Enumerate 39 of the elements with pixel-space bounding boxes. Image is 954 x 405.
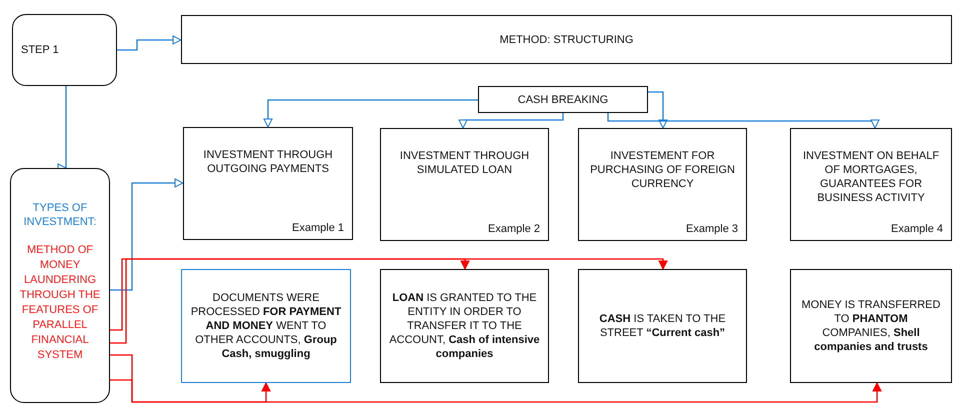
box-title: METHOD: STRUCTURING [500,32,634,46]
example-label: Example 1 [292,221,345,235]
connector-arrow [607,113,880,128]
example-label: Example 3 [686,222,739,236]
method-box [181,15,952,64]
description-text: LOAN IS GRANTED TO THE ENTITY IN ORDER TO TRANSFER IT TO THE ACCOUNT, Cash of intensive companies [389,291,540,361]
step-label: STEP 1 [21,43,59,57]
connector-arrow [110,379,882,403]
category-box [478,86,648,113]
description-text: CASH IS TAKEN TO THE STREET “Current cash” [598,312,727,340]
investment-title: INVESTEMENT FOR PURCHASING OF FOREIGN CURRENCY [589,149,736,191]
types-heading: TYPES OF INVESTMENT: [22,201,98,229]
step-box [12,14,117,86]
investment-box [578,128,747,241]
description-text: DOCUMENTS WERE PROCESSED FOR PAYMENT AND MONEY WENT TO OTHER ACCOUNTS, Group Cash, smuggling [190,291,342,361]
investment-box [183,127,353,240]
connector-arrow [458,113,564,128]
example-label: Example 4 [891,222,944,236]
description-box [181,269,351,383]
description-text: MONEY IS TRANSFERRED TO PHANTOM COMPANIES, Shell companies and trusts [800,298,942,354]
investment-title: INVESTMENT THROUGH SIMULATED LOAN [398,149,530,177]
connector-arrow [264,99,478,128]
types-box [10,168,110,403]
connector-arrow [117,36,182,51]
example-label: Example 2 [488,222,541,236]
description-box [790,269,952,383]
description-box [578,269,747,383]
connector-arrow [110,178,184,291]
connector-arrow [110,354,270,403]
investment-box [380,128,549,241]
connector-arrow [110,258,668,344]
description-box [380,269,549,383]
method-description: METHOD OF MONEY LAUNDERING THROUGH THE FEATURES OF PARALLEL FINANCIAL SYSTEM [18,243,102,363]
connector-arrow [648,91,668,128]
investment-title: INVESTMENT THROUGH OUTGOING PAYMENTS [202,148,334,176]
investment-box [790,128,952,241]
box-title: CASH BREAKING [518,92,608,106]
connector-arrow [110,258,470,331]
investment-title: INVESTMENT ON BEHALF OF MORTGAGES, GUARANTEES FOR BUSINESS ACTIVITY [802,149,940,205]
